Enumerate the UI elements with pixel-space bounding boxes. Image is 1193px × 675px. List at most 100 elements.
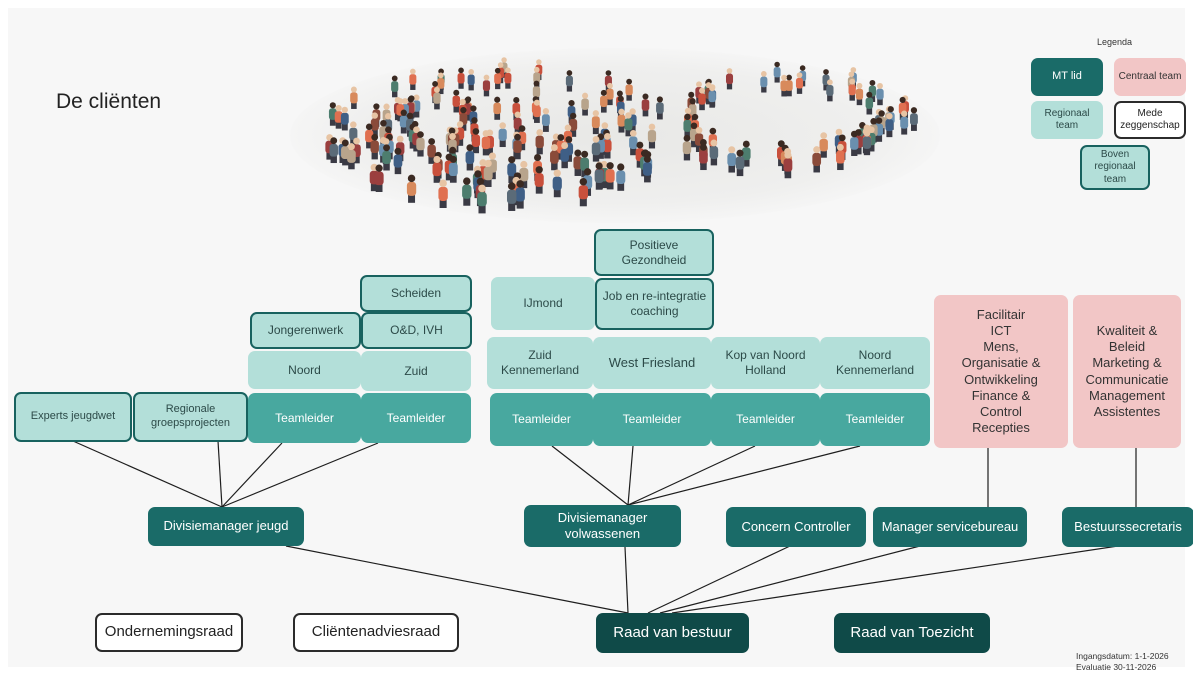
box-noord: Noord — [248, 351, 361, 389]
crowd-person — [437, 72, 445, 95]
crowd-person — [483, 159, 493, 187]
crowd-person — [708, 85, 716, 108]
box-west-friesland: West Friesland — [593, 337, 711, 389]
line-secretaris-to-rvb — [671, 545, 1119, 614]
kwaliteit-line: Beleid — [1108, 339, 1146, 354]
kwaliteit-line: Management — [1089, 387, 1165, 403]
legend-title: Legenda — [1097, 37, 1133, 47]
crowd-person — [876, 82, 884, 106]
crowd-person — [606, 82, 614, 106]
crowd-person — [819, 132, 828, 158]
crowd-person — [493, 96, 502, 120]
box-ijmond: IJmond — [491, 277, 595, 330]
legend-regionaal-team: Regionaal team — [1031, 101, 1103, 139]
page-title: De cliënten — [56, 90, 162, 113]
kwaliteit-line: Marketing & — [1092, 355, 1162, 371]
line-tl-noord-to-jeugd — [221, 442, 283, 508]
crowd-person — [725, 68, 734, 90]
line-volw-to-rvb — [624, 546, 629, 614]
crowd-person — [683, 113, 692, 138]
crowd-person — [795, 72, 804, 94]
crowd-person — [347, 143, 356, 170]
crowd-person — [565, 70, 573, 92]
box-scheiden: Scheiden — [360, 275, 472, 312]
crowd-person — [780, 74, 788, 97]
legend-mt-lid: MT lid — [1031, 58, 1103, 96]
crowd-person — [855, 82, 864, 106]
box-raad-van-toezicht: Raad van Toezicht — [834, 613, 990, 653]
crowd-person — [836, 143, 845, 171]
crowd-person — [506, 182, 517, 211]
crowd-person — [629, 129, 638, 156]
line-servicebureau-to-rvb — [659, 545, 921, 614]
legend-centraal-team: Centraal team — [1114, 58, 1186, 96]
facilitair-line: Mens, — [983, 339, 1019, 354]
kwaliteit-line: Communicatie — [1085, 371, 1169, 387]
crowd-person — [735, 149, 745, 177]
crowd-person — [391, 75, 399, 98]
box-teamleider-zuid: Teamleider — [361, 393, 471, 443]
crowd-person — [709, 139, 719, 166]
crowd-person — [550, 144, 559, 171]
line-tl-zuid-to-jeugd — [221, 442, 379, 508]
crowd-person — [603, 133, 612, 159]
crowd-person — [374, 164, 384, 192]
crowd-person — [416, 131, 425, 157]
box-divisiemanager-jeugd: Divisiemanager jeugd — [148, 507, 304, 546]
box-teamleider-4: Teamleider — [820, 393, 930, 446]
facilitair-line: Organisatie & — [961, 355, 1041, 371]
box-raad-van-bestuur: Raad van bestuur — [596, 613, 749, 653]
crowd-person — [471, 128, 481, 154]
line-experts-to-jeugd — [72, 440, 223, 508]
crowd-person — [848, 78, 856, 101]
facilitair-line: Facilitair — [976, 306, 1026, 322]
box-experts-jeugdwet: Experts jeugdwet — [14, 392, 132, 442]
box-job-coaching: Job en re-integratie coaching — [595, 278, 714, 330]
crowd-person — [850, 130, 859, 156]
box-manager-servicebureau: Manager servicebureau — [873, 507, 1027, 547]
box-clientenadviesraad: Cliëntenadviesraad — [293, 613, 459, 652]
box-zuid-kennemerland: Zuid Kennemerland — [487, 337, 593, 389]
crowd-person — [448, 155, 458, 183]
line-controller-to-rvb — [647, 545, 791, 614]
box-od-ivh: O&D, IVH — [361, 312, 472, 349]
crowd-person — [552, 169, 562, 198]
crowd-person — [535, 129, 544, 155]
crowd-person — [760, 71, 768, 93]
crowd-person — [504, 67, 512, 89]
crowd-person — [699, 143, 708, 171]
crowd-person — [340, 106, 349, 131]
crowd-person — [885, 112, 894, 138]
clients-crowd-illustration — [290, 48, 940, 223]
crowd-person — [773, 61, 781, 83]
crowd-person — [605, 162, 615, 190]
crowd-person — [467, 69, 475, 91]
crowd-person — [541, 108, 550, 132]
legend-boven-regionaal-team: Boven regionaal team — [1080, 145, 1150, 190]
crowd-person — [600, 89, 608, 113]
crowd-person — [616, 163, 626, 191]
crowd-person — [900, 110, 909, 135]
footer-dates: Ingangsdatum: 1-1-2026 Evaluatie 30-11-2… — [1076, 651, 1169, 672]
crowd-person — [656, 96, 664, 120]
crowd-person — [433, 86, 441, 110]
crowd-person — [457, 67, 465, 89]
crowd-person — [698, 87, 706, 111]
crowd-person — [465, 144, 475, 171]
facilitair-line: ICT — [990, 322, 1012, 338]
crowd-person — [865, 91, 874, 115]
crowd-person — [349, 121, 358, 147]
crowd-person — [642, 155, 652, 183]
crowd-person — [647, 123, 657, 149]
box-regionale-groepsprojecten: Regionale groepsprojecten — [133, 392, 248, 442]
box-teamleider-1: Teamleider — [490, 393, 593, 446]
line-tl1-to-volw — [551, 445, 629, 506]
line-groepsprojecten-to-jeugd — [217, 440, 223, 508]
box-positieve-gezondheid: Positieve Gezondheid — [594, 229, 714, 276]
box-noord-kennemerland: Noord Kennemerland — [820, 337, 930, 389]
crowd-person — [641, 93, 650, 117]
crowd-person — [334, 105, 343, 129]
box-kop-van-noord-holland: Kop van Noord Holland — [711, 337, 820, 389]
box-divisiemanager-volwassenen: Divisiemanager volwassenen — [524, 505, 681, 547]
